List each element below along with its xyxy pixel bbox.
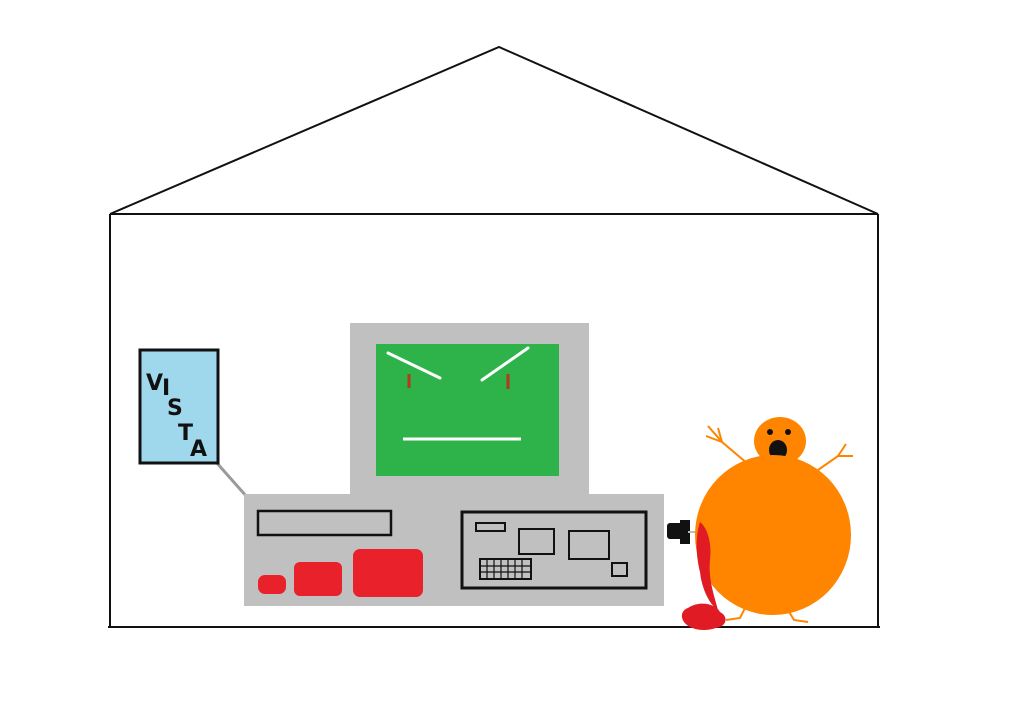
vista-letter-v: V [146,371,163,396]
red-button-medium [294,562,342,596]
vista-letter-t: T [178,421,193,446]
blob-left-leg [725,607,746,621]
blood-puddle [681,603,726,630]
motherboard-grid-chip [479,558,532,580]
red-button-large [353,549,423,597]
vista-sign-board [138,348,220,465]
blob-right-eye [785,429,791,435]
red-button-small [258,575,286,594]
motherboard-frame [460,510,648,590]
plug-body [680,520,690,544]
angry-monitor [350,323,589,497]
motherboard-chip-right [568,530,610,560]
vista-sign: V I S T A [138,348,249,498]
house [108,45,880,628]
motherboard-small-chip [611,562,628,577]
motherboard-slot [475,522,506,532]
blob-body [695,455,851,615]
blob-left-eye [767,429,773,435]
optical-drive-slot [256,509,393,537]
blob-right-arm [817,455,853,471]
blob-screaming-mouth [769,440,787,460]
computer-case [244,494,664,606]
motherboard-chip-left [518,528,555,555]
vista-sign-pole [214,461,249,498]
blob-left-arm [705,435,749,465]
blob-right-leg [787,609,809,623]
house-roof [109,45,879,215]
plug-head [667,523,683,539]
motherboard-panel [460,510,648,590]
vista-letter-s: S [167,396,183,421]
vista-letter-a: A [190,437,207,462]
monitor-left-eyebrow [386,351,442,380]
vista-letter-i: I [162,376,170,401]
monitor-screen [376,344,559,476]
power-plug [667,520,702,544]
monitor-right-eyebrow [480,346,530,382]
blob-wound [696,522,718,610]
screaming-orange-blob [681,417,853,630]
